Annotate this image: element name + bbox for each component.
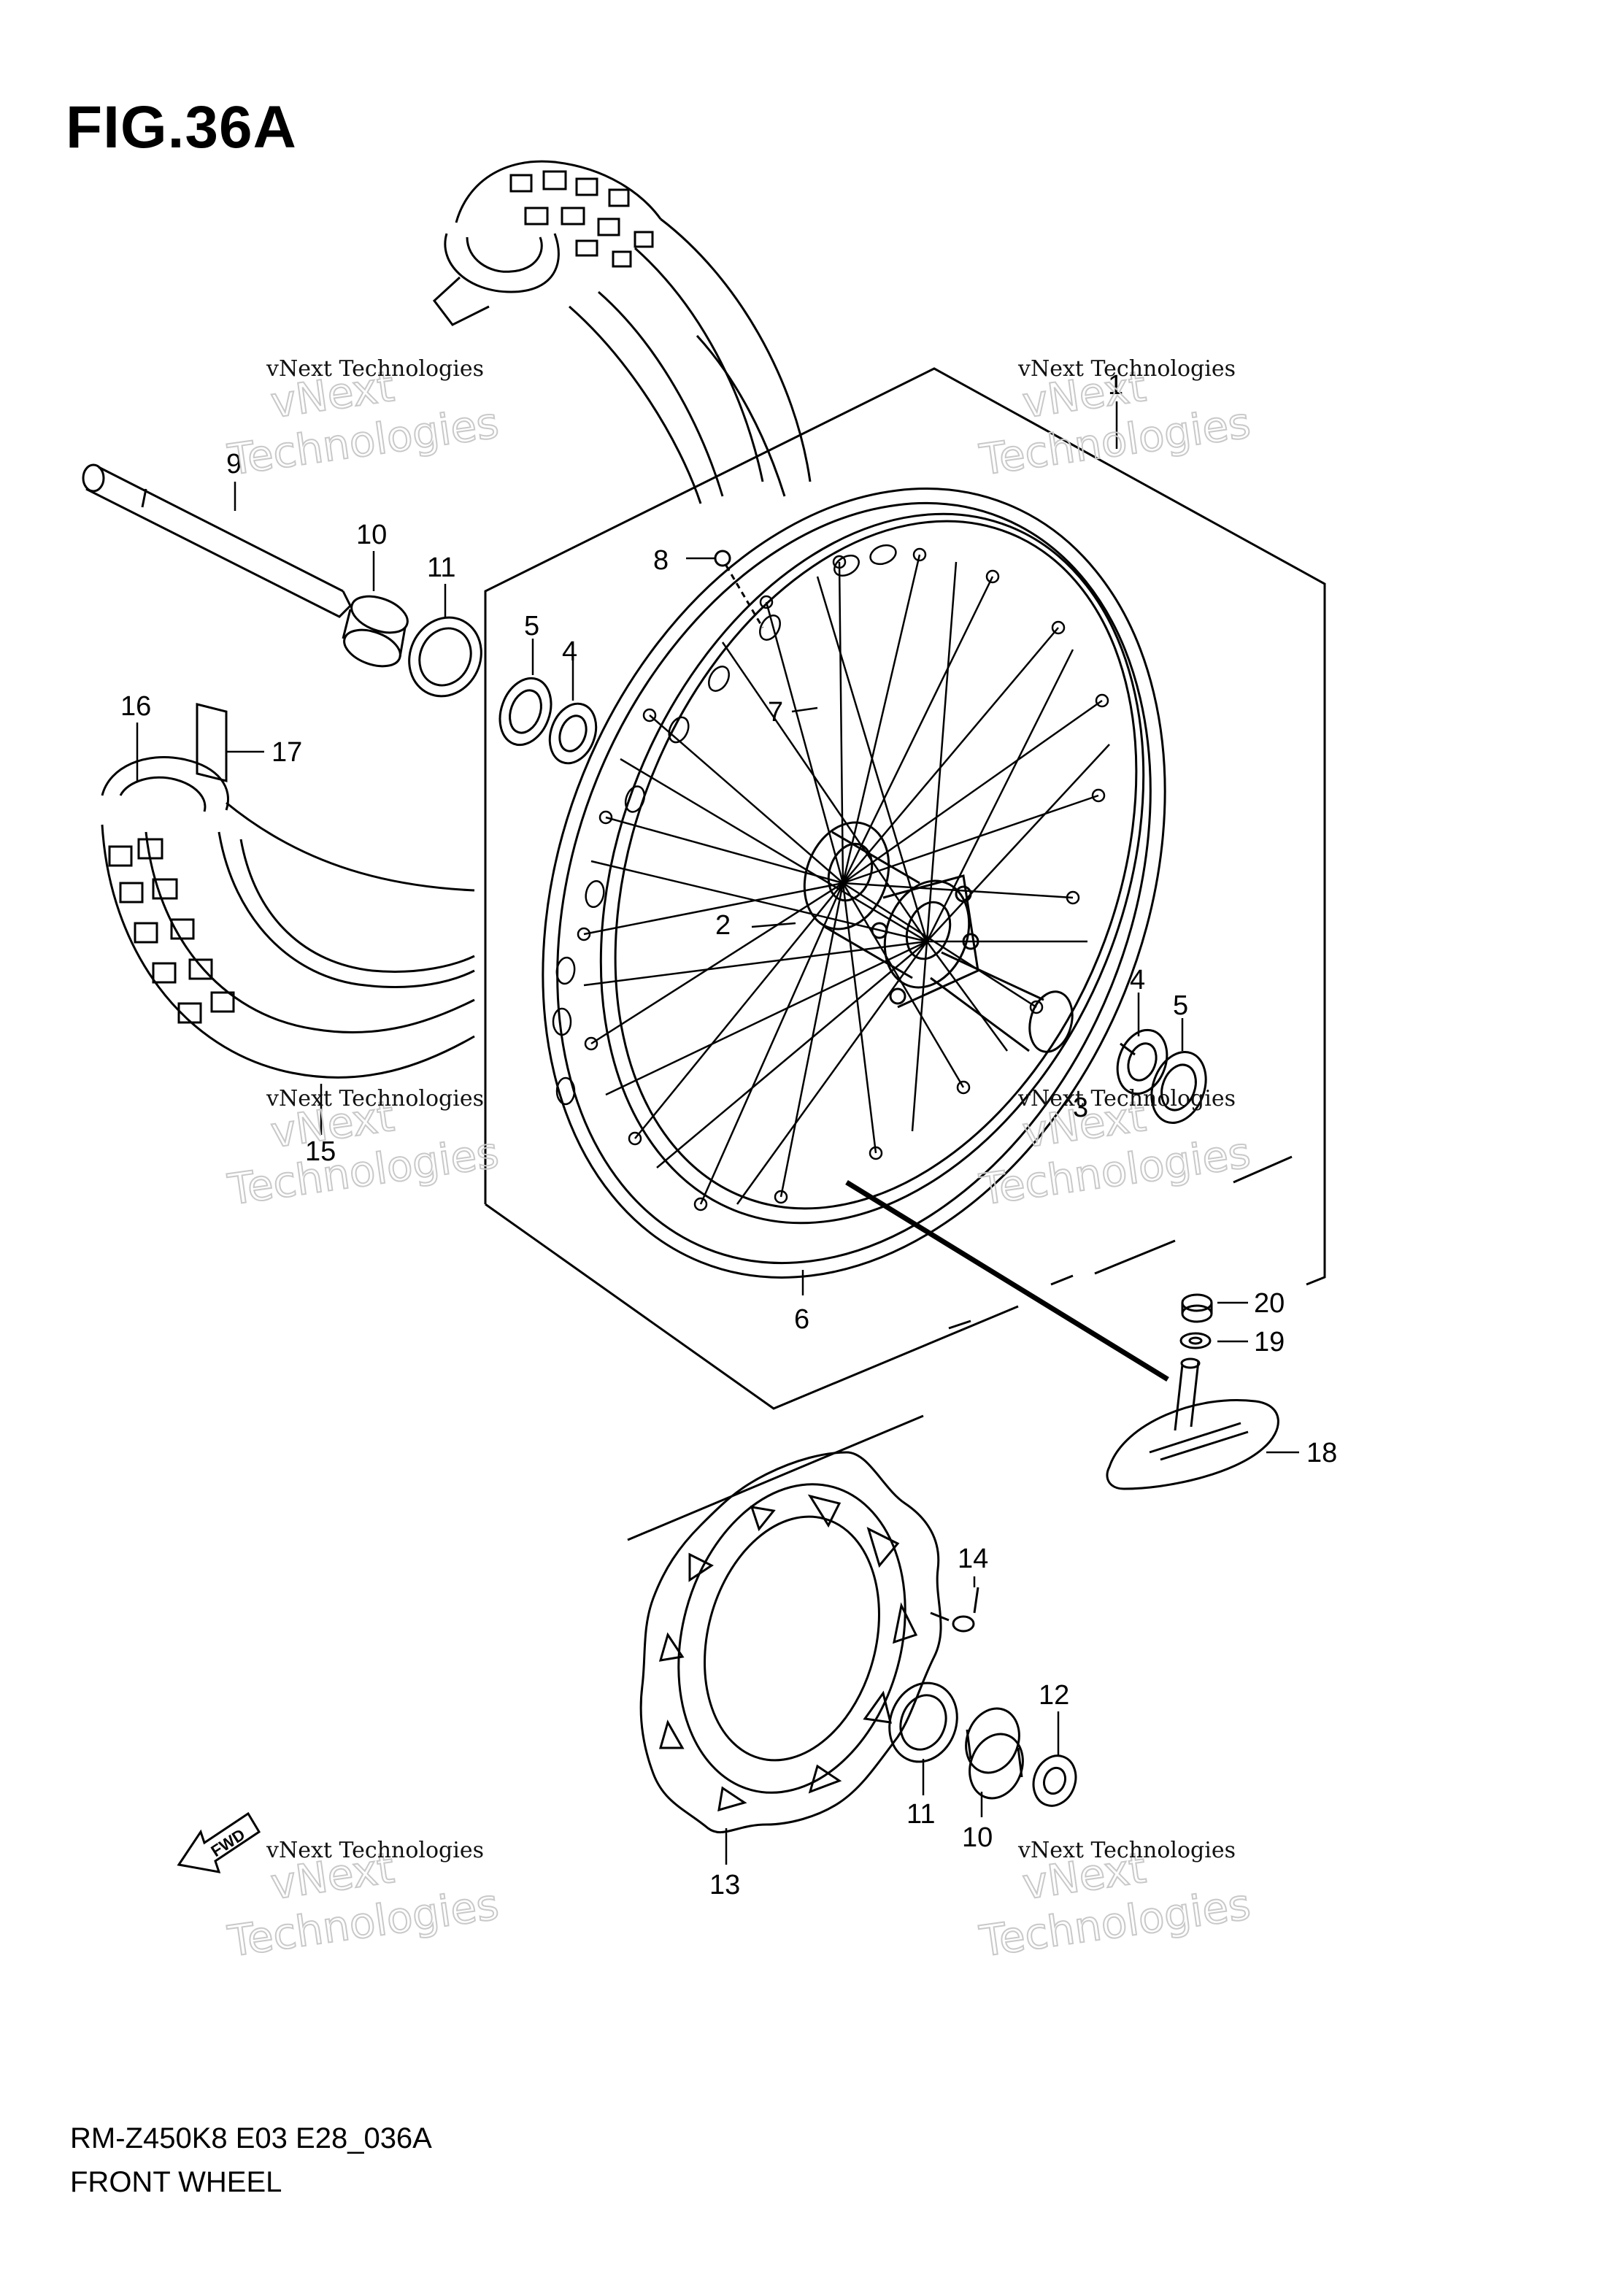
tire-lower <box>101 703 475 1079</box>
callout-7: 7 <box>768 697 783 728</box>
callout-numbers: 1 2 3 4 4 5 5 6 7 8 9 10 10 11 11 12 13 … <box>120 370 1337 1900</box>
rim-holes <box>552 544 897 1106</box>
axle-nut <box>1032 1754 1077 1807</box>
callout-1: 1 <box>1108 370 1123 401</box>
seal-right <box>1150 1051 1207 1124</box>
collar-right <box>965 1707 1024 1800</box>
watermark-label: vNext Technologies <box>266 356 484 382</box>
valve-washer <box>1179 1332 1212 1349</box>
brake-disc <box>627 1414 942 1834</box>
disc-bolt <box>930 1587 979 1633</box>
seal-left <box>498 677 552 747</box>
callout-18: 18 <box>1306 1438 1337 1468</box>
callout-6: 6 <box>794 1304 809 1335</box>
tire-upper <box>432 160 812 504</box>
callout-11-left: 11 <box>427 552 455 583</box>
watermark-label: vNext Technologies <box>1017 1838 1236 1863</box>
watermark-label: vNext Technologies <box>266 1086 484 1112</box>
ring-left <box>408 616 482 698</box>
spoke-nipples <box>577 547 1109 1211</box>
hub <box>803 821 979 1009</box>
callout-19: 19 <box>1254 1327 1285 1357</box>
leader-lines <box>136 401 1299 1865</box>
model-code: RM-Z450K8 E03 E28_036A <box>70 2122 432 2154</box>
callout-20: 20 <box>1254 1288 1285 1319</box>
bearing-left <box>548 702 598 765</box>
callout-10-right: 10 <box>962 1822 993 1853</box>
callout-12: 12 <box>1039 1680 1069 1711</box>
collar-left <box>342 595 409 668</box>
callout-16: 16 <box>120 691 151 722</box>
callout-17: 17 <box>272 737 302 768</box>
inner-tube <box>845 1180 1279 1490</box>
callout-14: 14 <box>958 1544 988 1574</box>
callout-4-right: 4 <box>1130 965 1145 995</box>
callout-2: 2 <box>715 910 731 941</box>
watermark-label: vNext Technologies <box>1017 1086 1236 1112</box>
callout-11-right: 11 <box>906 1799 935 1830</box>
wheel-assembly-box <box>484 367 1326 1410</box>
callout-9: 9 <box>226 449 242 479</box>
fwd-arrow-icon <box>177 1811 261 1873</box>
watermark-label: vNext Technologies <box>1017 356 1236 382</box>
figure-title: FIG.36A <box>66 94 297 161</box>
callout-10-left: 10 <box>356 520 387 550</box>
bearing-right <box>1116 1028 1168 1095</box>
watermark-label: vNext Technologies <box>266 1838 484 1863</box>
callout-13: 13 <box>709 1870 740 1900</box>
spacer <box>930 951 1074 1053</box>
callout-5-left: 5 <box>524 611 539 642</box>
ring-right <box>888 1681 958 1763</box>
axle <box>82 463 352 618</box>
callout-8: 8 <box>653 545 669 576</box>
callout-5-right: 5 <box>1173 990 1188 1021</box>
callout-15: 15 <box>305 1136 336 1167</box>
figure-name: FRONT WHEEL <box>70 2166 282 2198</box>
callout-4-left: 4 <box>562 636 577 667</box>
callout-3: 3 <box>1073 1093 1088 1123</box>
valve-nut <box>1181 1293 1213 1323</box>
